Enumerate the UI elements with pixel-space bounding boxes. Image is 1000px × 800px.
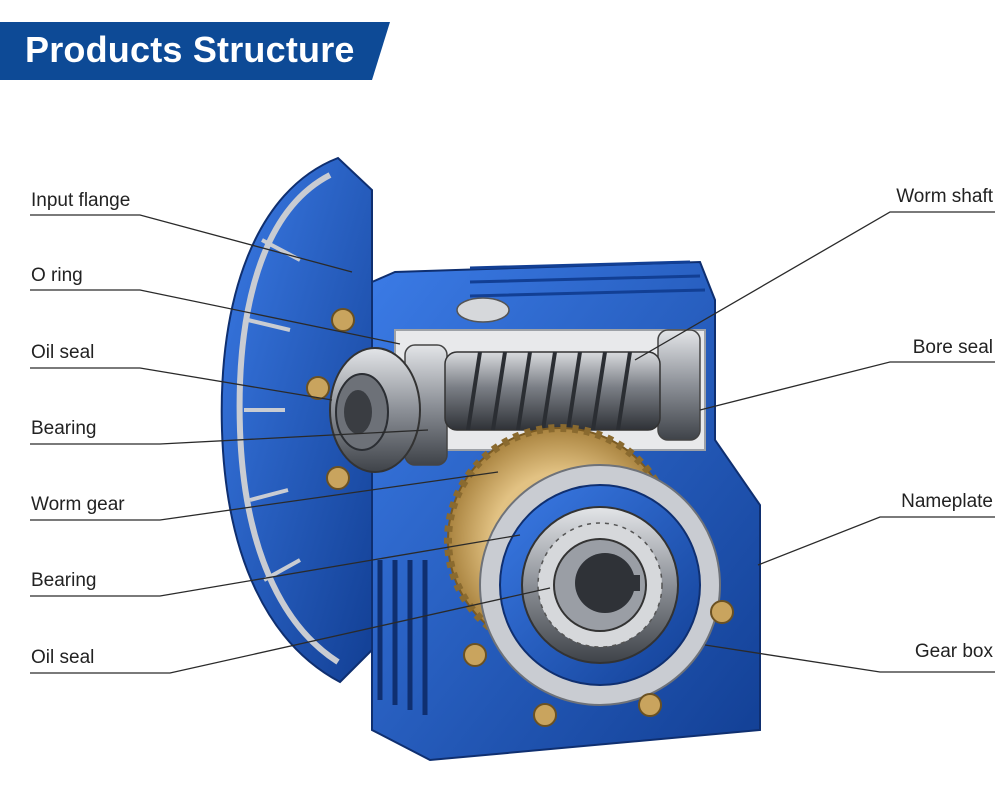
label-oil-seal-top: Oil seal [31, 342, 95, 363]
leader-nameplate [757, 516, 995, 566]
bolt-icon [306, 376, 330, 400]
label-input-flange: Input flange [31, 190, 131, 211]
vent-plug-icon [456, 297, 510, 323]
label-bore-seal: Bore seal [912, 337, 993, 358]
leader-bore-seal [699, 361, 995, 411]
leader-bearing-bottom [30, 534, 521, 597]
bolt-icon [710, 600, 734, 624]
label-worm-gear: Worm gear [31, 494, 125, 515]
page-title: Products Structure [25, 29, 355, 70]
output-flange [463, 464, 734, 727]
label-gear-box: Gear box [914, 641, 993, 662]
bolt-icon [326, 466, 350, 490]
leader-worm-gear [30, 471, 499, 521]
bolt-icon [638, 693, 662, 717]
worm-thread-icon [466, 351, 632, 431]
worm-shaft-part [394, 329, 706, 466]
label-nameplate: Nameplate [901, 491, 993, 512]
label-bearing-bottom: Bearing [31, 570, 97, 591]
label-bearing-top: Bearing [31, 418, 97, 439]
label-o-ring: O ring [31, 265, 83, 286]
banner-background [0, 22, 390, 80]
input-bore [329, 347, 421, 473]
leader-oil-seal-top [30, 367, 333, 401]
input-flange-part [220, 156, 373, 684]
title-banner: Products Structure [0, 22, 390, 80]
bearing-icon [657, 329, 701, 441]
leader-oil-seal-bottom [30, 587, 551, 674]
label-oil-seal-bottom: Oil seal [31, 647, 95, 668]
leader-input-flange [30, 214, 353, 273]
leader-o-ring [30, 289, 401, 345]
label-worm-shaft: Worm shaft [896, 186, 993, 207]
bolt-icon [463, 643, 487, 667]
leader-bearing-top [30, 429, 429, 445]
leader-lines [30, 211, 995, 674]
leader-worm-shaft [634, 211, 995, 361]
leader-gear-box [704, 644, 995, 673]
bolt-icon [533, 703, 557, 727]
bolt-icon [331, 308, 355, 332]
output-bore-icon [575, 553, 635, 613]
